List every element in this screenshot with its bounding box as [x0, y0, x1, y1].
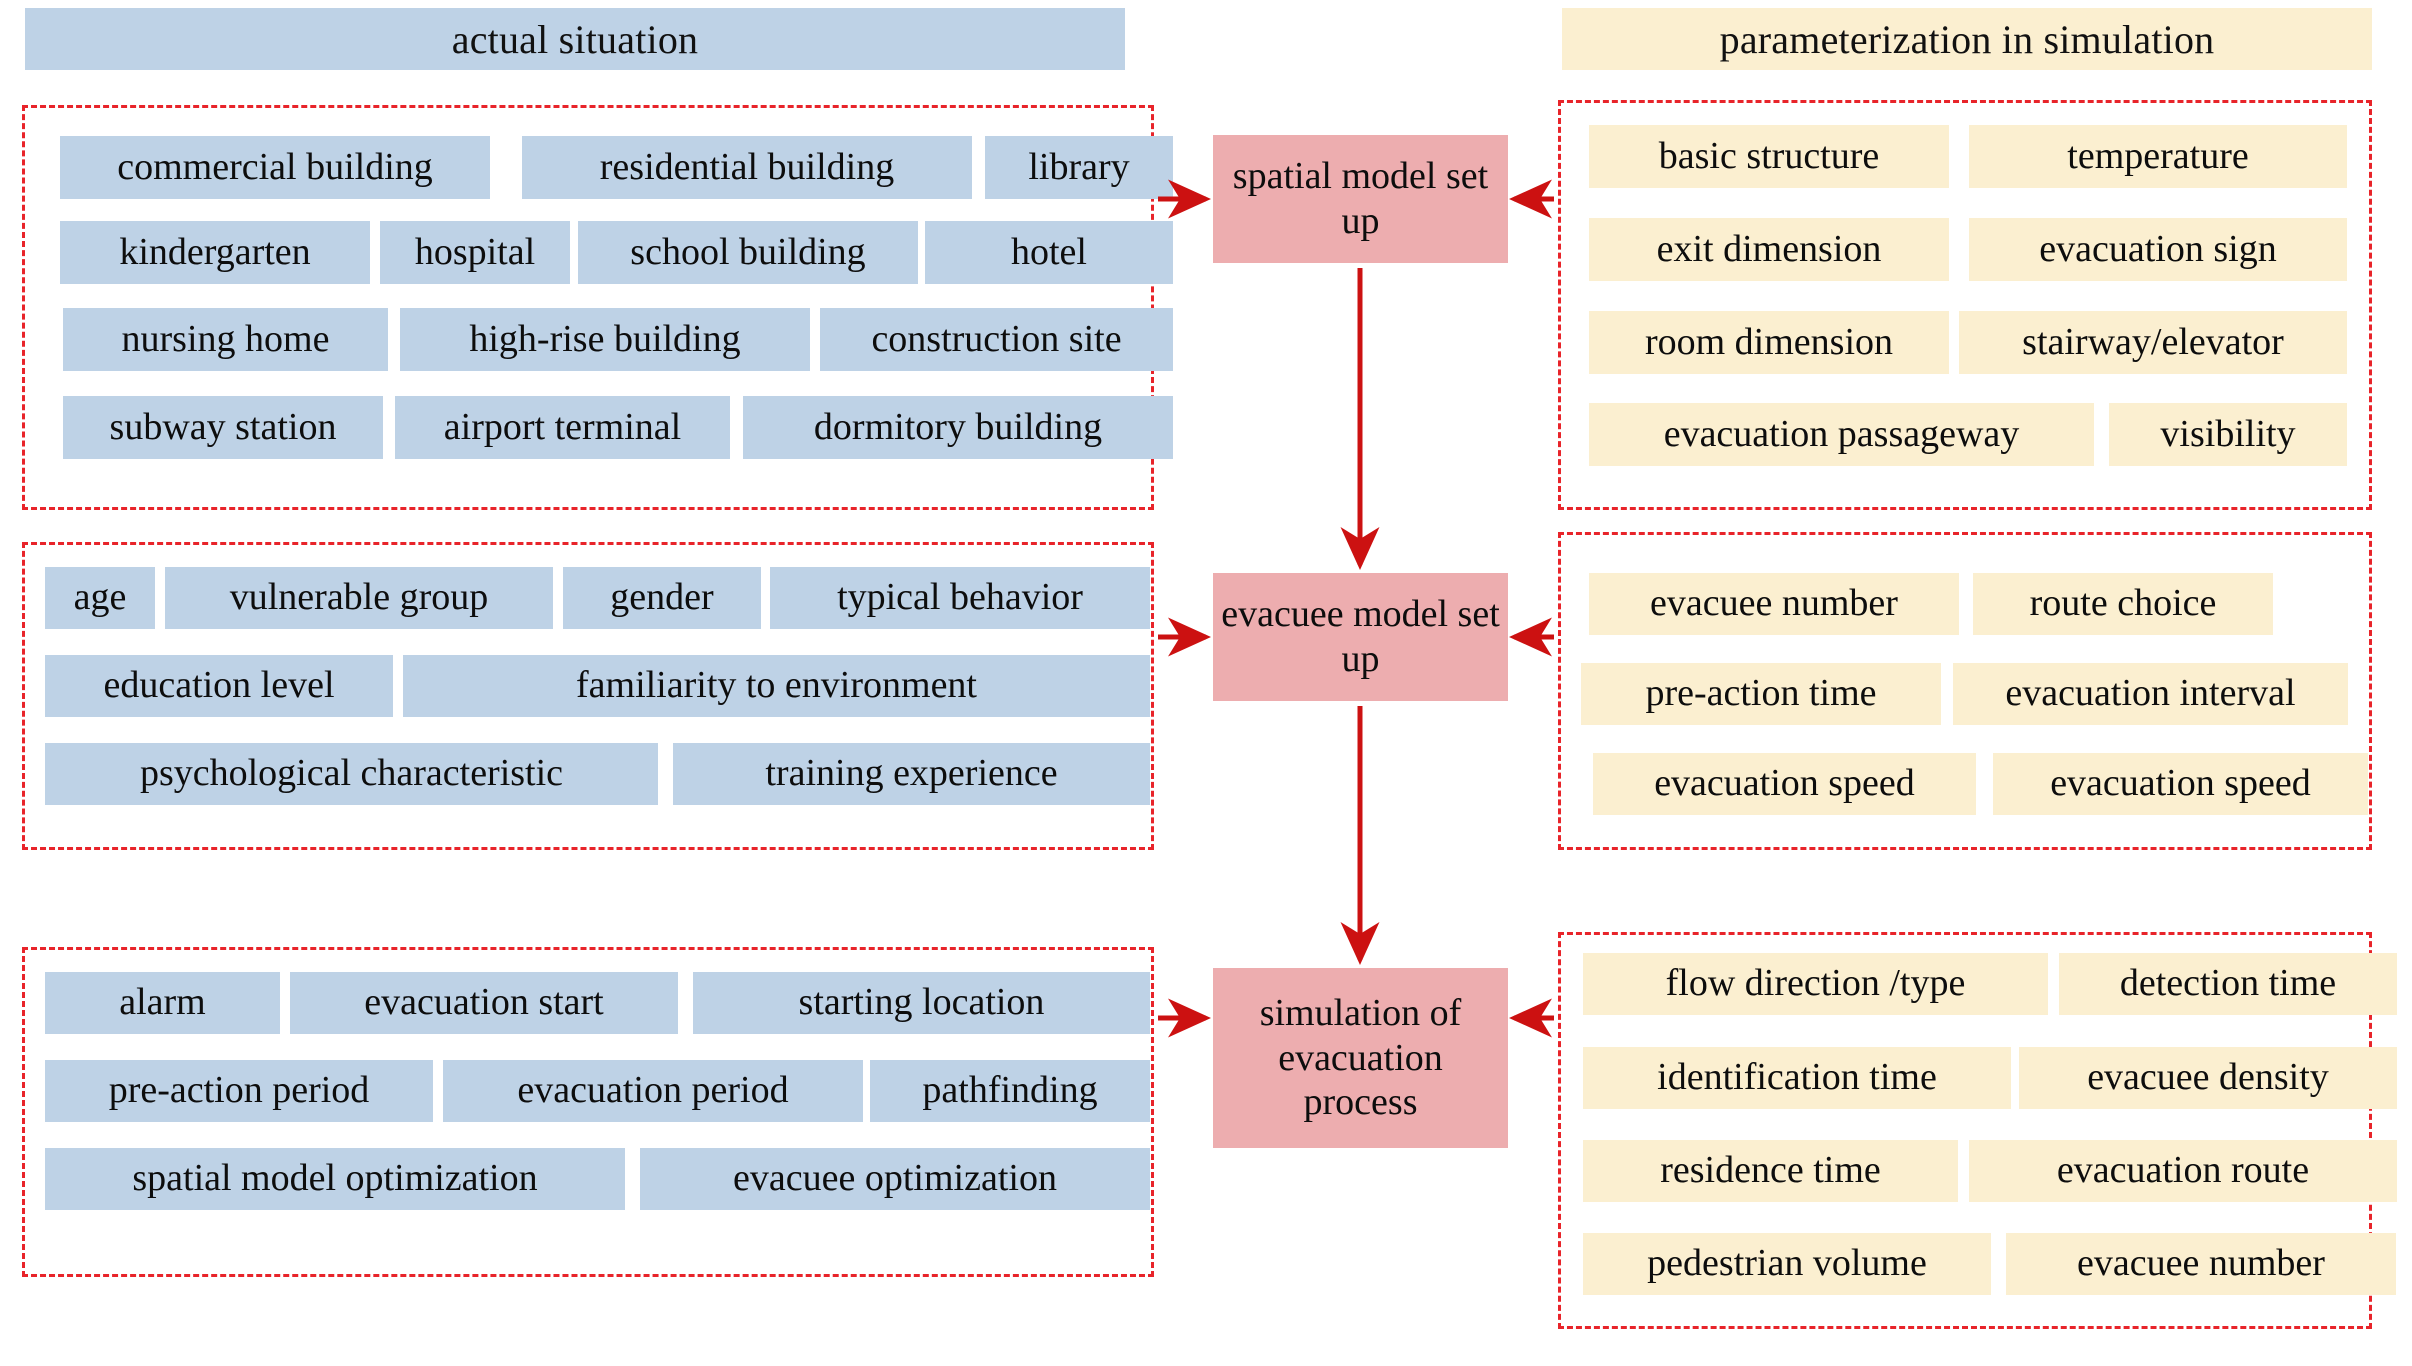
panel-actual-situation: commercial building residential building… [22, 105, 1173, 510]
chip-evacuee-number-2[interactable]: evacuee number [2006, 1233, 2396, 1295]
chip-vulnerable-group[interactable]: vulnerable group [165, 567, 553, 629]
chip-school-building[interactable]: school building [578, 221, 918, 284]
right-column-header: parameterization in simulation [1562, 8, 2372, 70]
chip-education-level[interactable]: education level [45, 655, 393, 717]
chip-exit-dimension[interactable]: exit dimension [1589, 218, 1949, 281]
chip-gender[interactable]: gender [563, 567, 761, 629]
chip-evacuation-start[interactable]: evacuation start [290, 972, 678, 1034]
chip-spatial-model-optimization[interactable]: spatial model optimization [45, 1148, 625, 1210]
chip-evacuation-route[interactable]: evacuation route [1969, 1140, 2397, 1202]
chip-pre-action-period[interactable]: pre-action period [45, 1060, 433, 1122]
left-column-header: actual situation [25, 8, 1125, 70]
chip-stairway-elevator[interactable]: stairway/elevator [1959, 311, 2347, 374]
chip-starting-location[interactable]: starting location [693, 972, 1150, 1034]
chip-evacuee-number[interactable]: evacuee number [1589, 573, 1959, 635]
chip-detection-time[interactable]: detection time [2059, 953, 2397, 1015]
chip-high-rise-building[interactable]: high-rise building [400, 308, 810, 371]
chip-evacuee-density[interactable]: evacuee density [2019, 1047, 2397, 1109]
chip-familiarity-to-environment[interactable]: familiarity to environment [403, 655, 1150, 717]
chip-route-choice[interactable]: route choice [1973, 573, 2273, 635]
chip-airport-terminal[interactable]: airport terminal [395, 396, 730, 459]
chip-nursing-home[interactable]: nursing home [63, 308, 388, 371]
chip-residence-time[interactable]: residence time [1583, 1140, 1958, 1202]
chip-subway-station[interactable]: subway station [63, 396, 383, 459]
chip-kindergarten[interactable]: kindergarten [60, 221, 370, 284]
panel-spatial-parameters: basic structure temperature exit dimensi… [1558, 100, 2372, 510]
chip-hotel[interactable]: hotel [925, 221, 1173, 284]
process-box-evacuee-model-setup[interactable]: evacuee model set up [1213, 573, 1508, 701]
chip-evacuation-period[interactable]: evacuation period [443, 1060, 863, 1122]
panel-process-parameters: flow direction /type detection time iden… [1558, 932, 2397, 1329]
chip-visibility[interactable]: visibility [2109, 403, 2347, 466]
chip-room-dimension[interactable]: room dimension [1589, 311, 1949, 374]
chip-pre-action-time[interactable]: pre-action time [1581, 663, 1941, 725]
chip-library[interactable]: library [985, 136, 1173, 199]
chip-evacuation-interval[interactable]: evacuation interval [1953, 663, 2348, 725]
chip-evacuee-optimization[interactable]: evacuee optimization [640, 1148, 1150, 1210]
chip-evacuation-speed-1[interactable]: evacuation speed [1593, 753, 1976, 815]
panel-process-actual: alarm evacuation start starting location… [22, 947, 1154, 1277]
panel-evacuee-attributes: age vulnerable group gender typical beha… [22, 542, 1154, 850]
chip-temperature[interactable]: temperature [1969, 125, 2347, 188]
process-box-spatial-model-setup[interactable]: spatial model set up [1213, 135, 1508, 263]
chip-identification-time[interactable]: identification time [1583, 1047, 2011, 1109]
chip-dormitory-building[interactable]: dormitory building [743, 396, 1173, 459]
chip-alarm[interactable]: alarm [45, 972, 280, 1034]
chip-evacuation-sign[interactable]: evacuation sign [1969, 218, 2347, 281]
chip-commercial-building[interactable]: commercial building [60, 136, 490, 199]
chip-pathfinding[interactable]: pathfinding [870, 1060, 1150, 1122]
chip-basic-structure[interactable]: basic structure [1589, 125, 1949, 188]
chip-flow-direction-type[interactable]: flow direction /type [1583, 953, 2048, 1015]
chip-training-experience[interactable]: training experience [673, 743, 1150, 805]
process-box-simulation-of-evacuation-process[interactable]: simulation of evacuation process [1213, 968, 1508, 1148]
chip-hospital[interactable]: hospital [380, 221, 570, 284]
panel-evacuee-parameters: evacuee number route choice pre-action t… [1558, 532, 2372, 850]
chip-evacuation-passageway[interactable]: evacuation passageway [1589, 403, 2094, 466]
chip-residential-building[interactable]: residential building [522, 136, 972, 199]
chip-typical-behavior[interactable]: typical behavior [770, 567, 1150, 629]
chip-construction-site[interactable]: construction site [820, 308, 1173, 371]
chip-age[interactable]: age [45, 567, 155, 629]
chip-pedestrian-volume[interactable]: pedestrian volume [1583, 1233, 1991, 1295]
chip-psychological-characteristic[interactable]: psychological characteristic [45, 743, 658, 805]
chip-evacuation-speed-2[interactable]: evacuation speed [1993, 753, 2368, 815]
